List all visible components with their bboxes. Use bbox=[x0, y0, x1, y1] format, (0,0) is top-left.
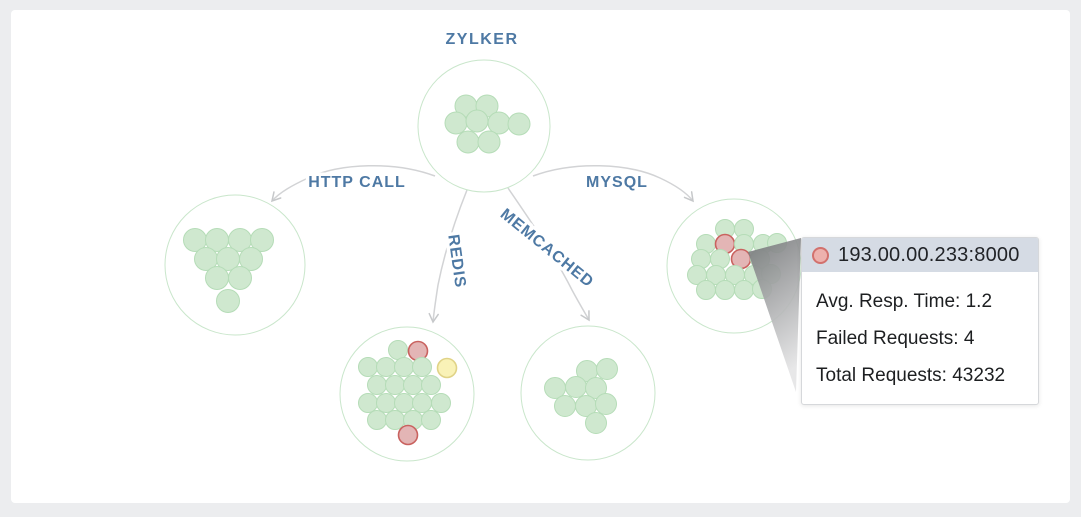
node-memcached[interactable] bbox=[520, 325, 656, 461]
instance-dot-healthy[interactable] bbox=[421, 410, 441, 430]
instance-dot-healthy[interactable] bbox=[412, 357, 432, 377]
instance-dot-healthy[interactable] bbox=[585, 377, 607, 399]
instance-dot-healthy[interactable] bbox=[376, 357, 396, 377]
instance-dot-healthy[interactable] bbox=[367, 375, 387, 395]
edge-redis bbox=[428, 189, 468, 324]
node-http-call[interactable] bbox=[164, 194, 306, 336]
instance-dot-healthy[interactable] bbox=[456, 130, 480, 154]
instance-dot-healthy[interactable] bbox=[250, 228, 274, 252]
instance-dot-healthy[interactable] bbox=[367, 410, 387, 430]
instance-dot-healthy[interactable] bbox=[465, 109, 489, 133]
edge-memcached bbox=[507, 187, 590, 322]
instance-dot-healthy[interactable] bbox=[507, 112, 531, 136]
instance-dot-healthy[interactable] bbox=[376, 393, 396, 413]
node-redis[interactable] bbox=[339, 326, 475, 462]
edge-label-http-call: HTTP CALL bbox=[308, 174, 406, 191]
instance-dot-healthy[interactable] bbox=[358, 357, 378, 377]
instance-dot-healthy[interactable] bbox=[385, 410, 405, 430]
instance-dot-healthy[interactable] bbox=[228, 266, 252, 290]
tooltip-metric-row: Avg. Resp. Time: 1.2 bbox=[816, 291, 993, 312]
instance-dot-healthy[interactable] bbox=[216, 289, 240, 313]
instance-dot-healthy[interactable] bbox=[554, 395, 576, 417]
instance-dot-healthy[interactable] bbox=[596, 358, 618, 380]
instance-dot-healthy[interactable] bbox=[477, 130, 501, 154]
edge-label-mysql: MYSQL bbox=[586, 174, 648, 191]
edge-http-call bbox=[270, 165, 436, 203]
edge-mysql bbox=[532, 165, 694, 203]
instance-dot-healthy[interactable] bbox=[421, 375, 441, 395]
tooltip-metric-row: Failed Requests: 4 bbox=[816, 328, 975, 349]
critical-instance-dot-icon bbox=[812, 246, 829, 264]
instance-dot-healthy[interactable] bbox=[431, 393, 451, 413]
tooltip-callout-wedge bbox=[748, 238, 801, 392]
instance-dot-healthy[interactable] bbox=[565, 376, 587, 398]
instance-dot-healthy[interactable] bbox=[394, 357, 414, 377]
instance-dot-healthy[interactable] bbox=[444, 111, 468, 135]
instance-dot-warning[interactable] bbox=[436, 357, 458, 379]
instance-dot-healthy[interactable] bbox=[585, 412, 607, 434]
edge-label-memcached: MEMCACHED bbox=[497, 206, 597, 291]
instance-dot-healthy[interactable] bbox=[394, 393, 414, 413]
instance-dot-healthy[interactable] bbox=[385, 375, 405, 395]
node-label-zylker: ZYLKER bbox=[446, 31, 519, 48]
edge-label-redis: REDIS bbox=[444, 233, 468, 289]
instance-dot-healthy[interactable] bbox=[696, 280, 716, 300]
tooltip-metric-row: Total Requests: 43232 bbox=[816, 365, 1006, 386]
instance-dot-healthy[interactable] bbox=[388, 340, 408, 360]
instance-dot-healthy[interactable] bbox=[734, 280, 754, 300]
instance-dot-healthy[interactable] bbox=[358, 393, 378, 413]
instance-dot-healthy[interactable] bbox=[205, 266, 229, 290]
instance-dot-healthy[interactable] bbox=[412, 393, 432, 413]
instance-dot-healthy[interactable] bbox=[487, 111, 511, 135]
tooltip-header: 193.00.00.233:8000 bbox=[802, 238, 1038, 272]
node-zylker[interactable]: ZYLKER bbox=[417, 31, 551, 193]
instance-dot-healthy[interactable] bbox=[595, 393, 617, 415]
instance-dot-healthy[interactable] bbox=[403, 375, 423, 395]
tooltip-instance-address: 193.00.00.233:8000 bbox=[838, 243, 1020, 266]
instance-dot-critical[interactable] bbox=[397, 424, 419, 446]
instance-dot-healthy[interactable] bbox=[715, 280, 735, 300]
instance-dot-healthy[interactable] bbox=[239, 247, 263, 271]
